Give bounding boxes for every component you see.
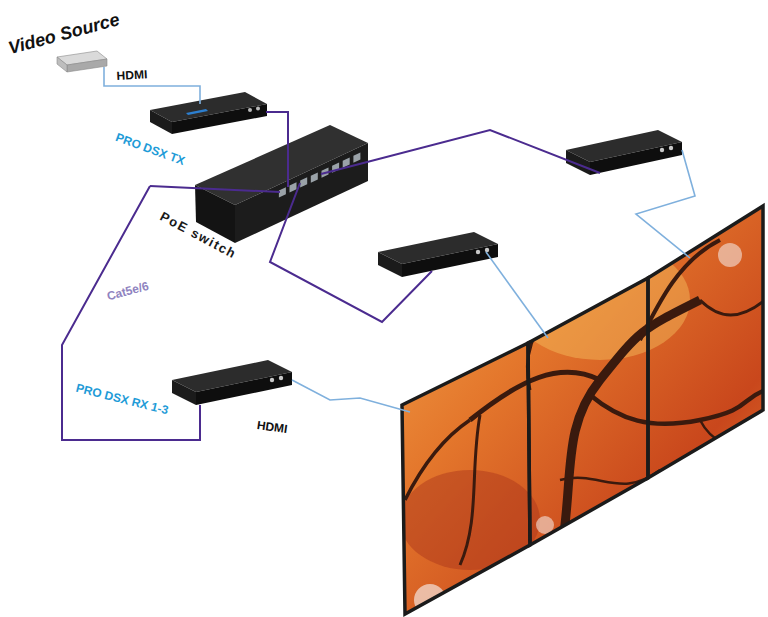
tx-logo (186, 109, 208, 115)
tree-branch (700, 420, 760, 451)
device-label: PRO DSX TX (113, 131, 186, 169)
hdmi-cable (636, 150, 695, 258)
rx-side (172, 380, 196, 405)
switch-port (353, 153, 360, 163)
switch-front (235, 143, 368, 243)
transmitter-device: PRO DSX TX (108, 92, 276, 173)
rx-port (476, 250, 480, 254)
cable-stub (150, 186, 280, 192)
cable-stub (199, 92, 201, 104)
device-label: Video Source (6, 9, 122, 59)
hdmi-cable (292, 380, 410, 412)
display-panel (402, 343, 530, 614)
rx-front (196, 372, 292, 405)
tree-branch (470, 372, 600, 420)
screen-shade (400, 470, 540, 570)
rx-port (270, 378, 274, 382)
switch-port (311, 172, 318, 182)
tx-port (248, 108, 252, 112)
cable-connector (276, 112, 288, 178)
cable-label: HDMI (254, 419, 290, 437)
switch-port (290, 182, 297, 192)
tree-branch (640, 240, 720, 340)
blossom (508, 563, 532, 587)
tree-branch (527, 300, 560, 390)
switch-port (300, 177, 307, 187)
source-device: Video Source (2, 6, 150, 78)
tree-branch (560, 300, 700, 560)
rx-port (485, 248, 489, 252)
tx-port (256, 107, 260, 111)
rx-side (378, 252, 402, 277)
cable-label: Cat5e/6 (104, 279, 153, 304)
cat-cable (321, 130, 600, 174)
blossom (718, 243, 742, 267)
cat-cable (270, 183, 432, 322)
cable-stub (199, 405, 201, 432)
rx-port (669, 146, 673, 150)
tx-side (150, 110, 172, 134)
device-label: PoE switch (157, 210, 238, 263)
source-side (57, 57, 67, 72)
rx-front (590, 142, 682, 175)
cable-stub (266, 111, 276, 113)
switch-device: PoE switch (150, 178, 370, 270)
tree-branch (460, 415, 480, 565)
cable-stub (103, 67, 105, 78)
tree-branch (590, 390, 765, 424)
cable-stub (287, 178, 289, 187)
device-label: PRO DSX RX 1-3 (74, 382, 169, 418)
tx-front (172, 104, 267, 134)
cable-label: HDMI (114, 68, 149, 84)
display-panel (528, 278, 648, 545)
screen-image (398, 200, 768, 617)
rx-side (566, 150, 590, 175)
rx-port (279, 376, 283, 380)
source-front (67, 59, 107, 72)
rx-front (402, 244, 498, 277)
rx-port (660, 148, 664, 152)
hdmi-cable (486, 252, 548, 338)
display-panel (648, 206, 763, 478)
tree-branch (700, 300, 765, 315)
tree-branch (405, 420, 470, 500)
